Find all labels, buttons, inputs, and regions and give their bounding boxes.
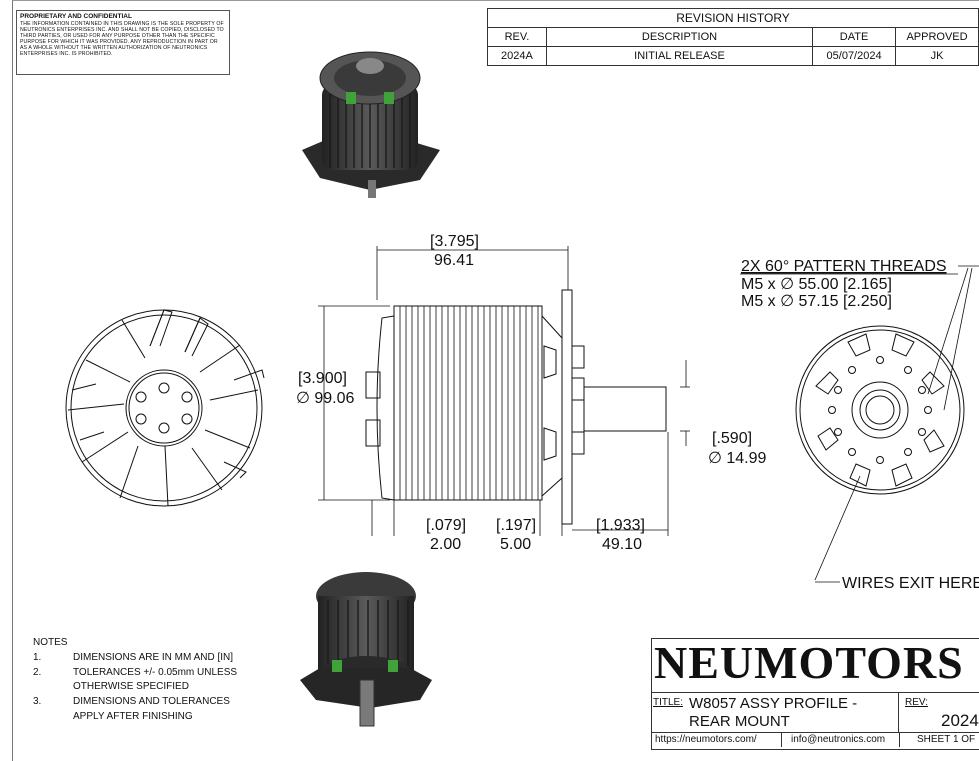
revision-header-row: REV. DESCRIPTION DATE APPROVED (487, 27, 979, 47)
proprietary-title: PROPRIETARY AND CONFIDENTIAL (20, 13, 132, 20)
motor-rear-view (795, 325, 965, 495)
neumotors-logo: NEUMOTORS (654, 637, 964, 688)
approved-header: APPROVED (895, 27, 979, 47)
footer-divider (781, 733, 782, 747)
motor-isometric-bottom-view (300, 572, 432, 727)
note-number: 3. (33, 696, 42, 708)
note-text: OTHERWISE SPECIFIED (73, 681, 189, 693)
footer-divider (899, 733, 900, 747)
gap1-mm: 2.00 (430, 536, 461, 553)
note-number (33, 680, 73, 695)
rev-field: REV: 2024 (899, 692, 979, 733)
list-item: 1. DIMENSIONS ARE IN MM AND [IN] (33, 651, 237, 666)
note-text: TOLERANCES +/- 0.05mm UNLESS (73, 666, 238, 678)
mount-in: [.197] (496, 517, 536, 534)
notes-title: NOTES (33, 637, 68, 648)
table-row: 2024A INITIAL RELEASE 05/07/2024 JK (487, 46, 979, 66)
proprietary-notice: PROPRIETARY AND CONFIDENTIAL THE INFORMA… (16, 10, 230, 75)
diameter-in: [3.900] (298, 370, 347, 387)
motor-front-view (65, 309, 265, 507)
list-item: APPLY AFTER FINISHING (33, 710, 237, 725)
revision-history-table: REVISION HISTORY REV. DESCRIPTION DATE A… (487, 8, 979, 66)
dimension-lines (318, 246, 690, 536)
rev-value: 2024 (941, 711, 979, 730)
note-number (33, 710, 73, 725)
note-text: DIMENSIONS AND TOLERANCES (73, 696, 230, 708)
diameter-mm: ∅ 99.06 (296, 390, 355, 407)
mount-mm: 5.00 (500, 536, 531, 553)
title-block-footer: https://neumotors.com/ info@neutronics.c… (651, 732, 979, 747)
title-field: TITLE: W8057 ASSY PROFILE - REAR MOUNT (651, 692, 899, 733)
threads-callout-line1: 2X 60° PATTERN THREADS (741, 258, 947, 275)
drawing-frame (12, 0, 979, 761)
rev-label: REV: (905, 697, 928, 708)
notes-block: NOTES 1. DIMENSIONS ARE IN MM AND [IN] 2.… (33, 636, 237, 725)
note-text: DIMENSIONS ARE IN MM AND [IN] (73, 651, 234, 663)
date-cell: 05/07/2024 (812, 46, 897, 66)
list-item: OTHERWISE SPECIFIED (33, 680, 237, 695)
approved-cell: JK (895, 46, 979, 66)
overall-length-mm: 96.41 (434, 252, 474, 269)
motor-isometric-top-view (302, 51, 440, 198)
shaft-diameter-in: [.590] (712, 430, 752, 447)
website-text: https://neumotors.com/ (655, 734, 757, 745)
title-line1: W8057 ASSY PROFILE - (689, 695, 858, 712)
list-item: 3. DIMENSIONS AND TOLERANCES (33, 695, 237, 710)
note-text: APPLY AFTER FINISHING (73, 710, 193, 722)
callout-leaders (740, 265, 979, 583)
threads-callout-line3: M5 x ∅ 57.15 [2.250] (741, 293, 892, 310)
motor-side-view (365, 289, 667, 525)
rev-cell: 2024A (487, 46, 547, 66)
note-number: 2. (33, 666, 42, 678)
overall-length-in: [3.795] (430, 233, 479, 250)
shaft-length-mm: 49.10 (602, 536, 642, 553)
threads-callout-line2: M5 x ∅ 55.00 [2.165] (741, 276, 892, 293)
shaft-diameter-mm: ∅ 14.99 (708, 450, 767, 467)
shaft-length-in: [1.933] (596, 517, 645, 534)
gap1-in: [.079] (426, 517, 466, 534)
note-number: 1. (33, 651, 42, 663)
title-label: TITLE: (653, 697, 684, 708)
email-text: info@neutronics.com (791, 734, 886, 745)
proprietary-body: THE INFORMATION CONTAINED IN THIS DRAWIN… (20, 21, 224, 57)
technical-drawing: [3.795] 96.41 [3.900] ∅ 99.06 [.590] ∅ 1… (65, 51, 979, 727)
description-cell: INITIAL RELEASE (545, 46, 814, 66)
list-item: 2. TOLERANCES +/- 0.05mm UNLESS (33, 666, 237, 681)
sheet-text: SHEET 1 OF (917, 734, 976, 745)
title-line2: REAR MOUNT (689, 713, 790, 730)
wires-exit-callout: WIRES EXIT HERE (842, 575, 979, 592)
